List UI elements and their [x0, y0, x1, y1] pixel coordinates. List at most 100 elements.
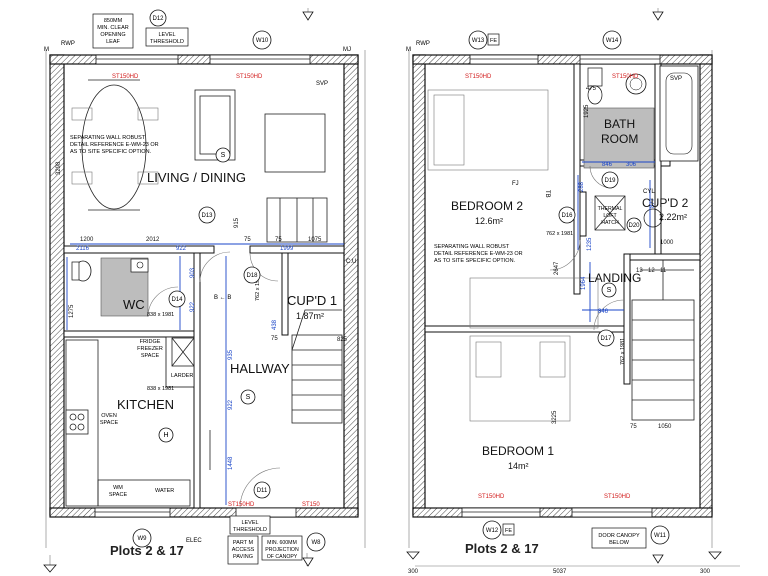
svg-text:FRIDGE: FRIDGE	[140, 339, 161, 345]
room-name-bathroom: BATH	[604, 117, 635, 131]
svg-text:846: 846	[602, 162, 613, 168]
svg-text:DETAIL REFERENCE E-WM-23 OR: DETAIL REFERENCE E-WM-23 OR	[434, 251, 523, 257]
room-name-landing: LANDING	[588, 271, 641, 285]
north-arrow-icon	[43, 11, 314, 573]
mj-label: M	[44, 47, 49, 53]
right-party-wall	[343, 54, 359, 516]
stair-treads	[291, 309, 343, 424]
svg-text:3225: 3225	[552, 410, 558, 424]
svg-text:THRESHOLD: THRESHOLD	[150, 39, 184, 45]
svg-text:288: 288	[579, 181, 585, 192]
svg-text:W8: W8	[312, 540, 322, 546]
svg-text:DOOR CANOPY: DOOR CANOPY	[598, 533, 640, 539]
svg-text:SPACE: SPACE	[100, 420, 119, 426]
svg-text:S: S	[246, 394, 251, 401]
room-name-kitchen: KITCHEN	[117, 397, 174, 412]
window-w10	[209, 54, 311, 65]
landing-wall	[629, 253, 701, 261]
cu-label: C.U	[346, 259, 356, 265]
north-arrow-icon	[406, 11, 722, 564]
lintel-label: ST150HD	[112, 74, 139, 80]
window-w12	[461, 507, 541, 518]
svg-text:SEPARATING WALL ROBUST: SEPARATING WALL ROBUST	[434, 244, 510, 250]
svg-text:D11: D11	[257, 488, 268, 494]
cylinder-icon	[643, 208, 663, 228]
door-window-tags: D12 W10 D13 D14 D18 D11 W9 W8 H S S	[132, 9, 326, 552]
ground-floor-plan: ST150HD ST150HD ST150HD ST150 RWP M MJ S…	[43, 8, 366, 573]
right-party-wall	[699, 54, 713, 516]
left-party-wall	[49, 54, 65, 516]
svg-text:75: 75	[244, 237, 251, 243]
wm-note: WM SPACE	[109, 485, 128, 498]
canopy-note: DOOR CANOPY BELOW	[598, 533, 640, 546]
room-name-cupd: CUP'D 1	[287, 293, 337, 308]
door-clear-note-box	[92, 13, 134, 49]
window-w9	[94, 507, 171, 518]
bed2-east-wall	[573, 63, 581, 295]
stair-treads	[631, 260, 695, 421]
svg-text:2012: 2012	[146, 237, 160, 243]
svg-text:W9: W9	[138, 536, 148, 542]
svg-text:306: 306	[626, 162, 637, 168]
svg-text:75: 75	[630, 424, 637, 430]
svg-text:438: 438	[272, 319, 278, 330]
room-area-cupd: 1.87m²	[296, 311, 324, 321]
svg-text:846: 846	[598, 309, 609, 315]
svg-text:D17: D17	[600, 336, 612, 342]
level-threshold-note: LEVEL THRESHOLD	[150, 32, 184, 45]
separating-wall-note: SEPARATING WALL ROBUST DETAIL REFERENCE …	[434, 244, 523, 264]
lintel-label: ST150HD	[465, 74, 492, 80]
level-threshold-box	[229, 515, 271, 535]
svg-text:75: 75	[271, 336, 278, 342]
canopy-box	[261, 535, 303, 561]
svg-text:OVEN: OVEN	[101, 413, 117, 419]
svg-text:MIN. CLEAR: MIN. CLEAR	[97, 25, 129, 31]
svg-text:475: 475	[586, 86, 597, 92]
lintel-label: ST150HD	[612, 74, 639, 80]
svg-text:3298: 3298	[56, 161, 62, 175]
room-name-cupd2: CUP'D 2	[642, 196, 689, 210]
room-name-bedroom2: BEDROOM 2	[451, 199, 523, 213]
stair-west-wall	[623, 253, 631, 385]
door-size-label: 838 x 1981	[147, 386, 174, 392]
svg-text:1448: 1448	[228, 456, 234, 470]
svg-text:LEAF: LEAF	[106, 39, 120, 45]
svg-text:ACCESS: ACCESS	[232, 547, 255, 553]
dimension-lines	[577, 161, 655, 322]
svg-text:SPACE: SPACE	[141, 353, 160, 359]
svg-text:OPENING: OPENING	[100, 32, 125, 38]
door-clear-note: 850MM MIN. CLEAR OPENING LEAF	[97, 18, 129, 45]
toilet-icon	[587, 67, 603, 87]
svg-text:PROJECTION: PROJECTION	[265, 547, 299, 553]
svg-text:13: 13	[636, 268, 643, 274]
cyl-label: CYL	[643, 189, 655, 195]
room-name-bathroom-line2: ROOM	[601, 132, 638, 146]
bathroom-tiled-area	[583, 107, 655, 169]
svg-text:W14: W14	[606, 38, 619, 44]
svg-text:S: S	[607, 287, 612, 294]
svg-text:D14: D14	[171, 297, 183, 303]
wc-north-wall	[63, 245, 215, 254]
svp-label: SVP	[670, 76, 682, 82]
svg-text:825: 825	[337, 337, 348, 343]
svg-text:2647: 2647	[554, 261, 560, 275]
svg-text:HATCH: HATCH	[601, 220, 619, 226]
patio-door-opening	[95, 54, 179, 65]
svg-text:5037: 5037	[553, 569, 567, 575]
svg-text:1925: 1925	[584, 104, 590, 118]
water-label: WATER	[155, 488, 174, 494]
svg-text:300: 300	[700, 569, 711, 575]
svg-text:FREEZER: FREEZER	[137, 346, 163, 352]
svg-text:877: 877	[650, 197, 656, 208]
room-name-living: LIVING / DINING	[147, 170, 246, 185]
svg-text:OF CANOPY: OF CANOPY	[267, 554, 298, 560]
svg-text:1050: 1050	[658, 424, 672, 430]
larder-box	[165, 336, 195, 388]
svg-text:D18: D18	[246, 273, 258, 279]
larder-label: LARDER	[171, 373, 193, 379]
svg-text:LOFT: LOFT	[603, 213, 617, 219]
part-m-box	[227, 535, 259, 565]
svg-text:922: 922	[190, 301, 196, 312]
svg-text:1999: 1999	[280, 246, 294, 252]
